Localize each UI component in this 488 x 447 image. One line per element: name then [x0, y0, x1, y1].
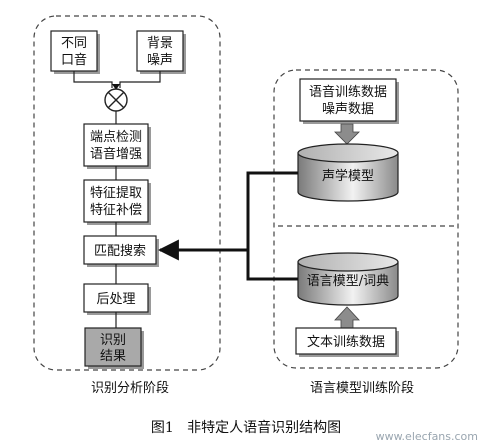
acoustic-model-label: 声学模型: [322, 168, 374, 184]
accent-line-2: 口音: [61, 52, 87, 68]
feature-line-2: 特征补偿: [90, 203, 142, 218]
noise-to-mixer-line: [119, 71, 161, 88]
text-training-label: 文本训练数据: [307, 335, 385, 350]
language-model-label: 语言模型/词典: [307, 274, 389, 289]
accent-to-mixer-line: [73, 71, 113, 88]
watermark-text: www.elecfans.com: [376, 430, 478, 443]
up-arrow-icon: [334, 306, 360, 329]
result-box: 识别 结果: [84, 327, 144, 369]
language-model-cylinder: 语言模型/词典: [297, 252, 399, 306]
endpoint-detection-box: 端点检测 语音增强: [83, 123, 151, 169]
speech-training-box: 语音训练数据 噪声数据: [299, 78, 399, 124]
text-training-box: 文本训练数据: [295, 327, 399, 357]
search-label: 匹配搜索: [94, 244, 146, 259]
noise-input-box: 背景 噪声: [136, 30, 186, 74]
training-stage-panel: [273, 69, 459, 369]
matching-search-box: 匹配搜索: [83, 235, 159, 267]
speech-training-line-2: 噪声数据: [322, 102, 374, 117]
speech-training-line-1: 语音训练数据: [309, 84, 387, 100]
acoustic-model-connector: [246, 171, 298, 250]
noise-line-2: 噪声: [147, 53, 173, 68]
language-model-connector: [246, 250, 298, 281]
mixer-arrow-head: [112, 84, 120, 90]
recognition-stage-label: 识别分析阶段: [91, 381, 169, 396]
accent-input-box: 不同 口音: [50, 30, 100, 74]
figure-caption: 图1 非特定人语音识别结构图: [151, 419, 341, 436]
feature-extraction-box: 特征提取 特征补偿: [83, 179, 151, 225]
post-label: 后处理: [96, 292, 135, 307]
down-arrow-icon: [334, 123, 360, 145]
acoustic-model-cylinder: 声学模型: [297, 143, 399, 202]
endpoint-line-2: 语音增强: [90, 146, 142, 162]
training-stage-label: 语言模型训练阶段: [310, 381, 414, 396]
result-line-2: 结果: [100, 349, 126, 364]
mixer-symbol: [104, 88, 128, 112]
result-line-1: 识别: [100, 333, 126, 348]
accent-line-1: 不同: [61, 36, 87, 51]
endpoint-line-1: 端点检测: [90, 130, 142, 145]
noise-line-1: 背景: [147, 36, 173, 51]
post-processing-box: 后处理: [83, 283, 151, 315]
feature-line-1: 特征提取: [90, 185, 142, 201]
